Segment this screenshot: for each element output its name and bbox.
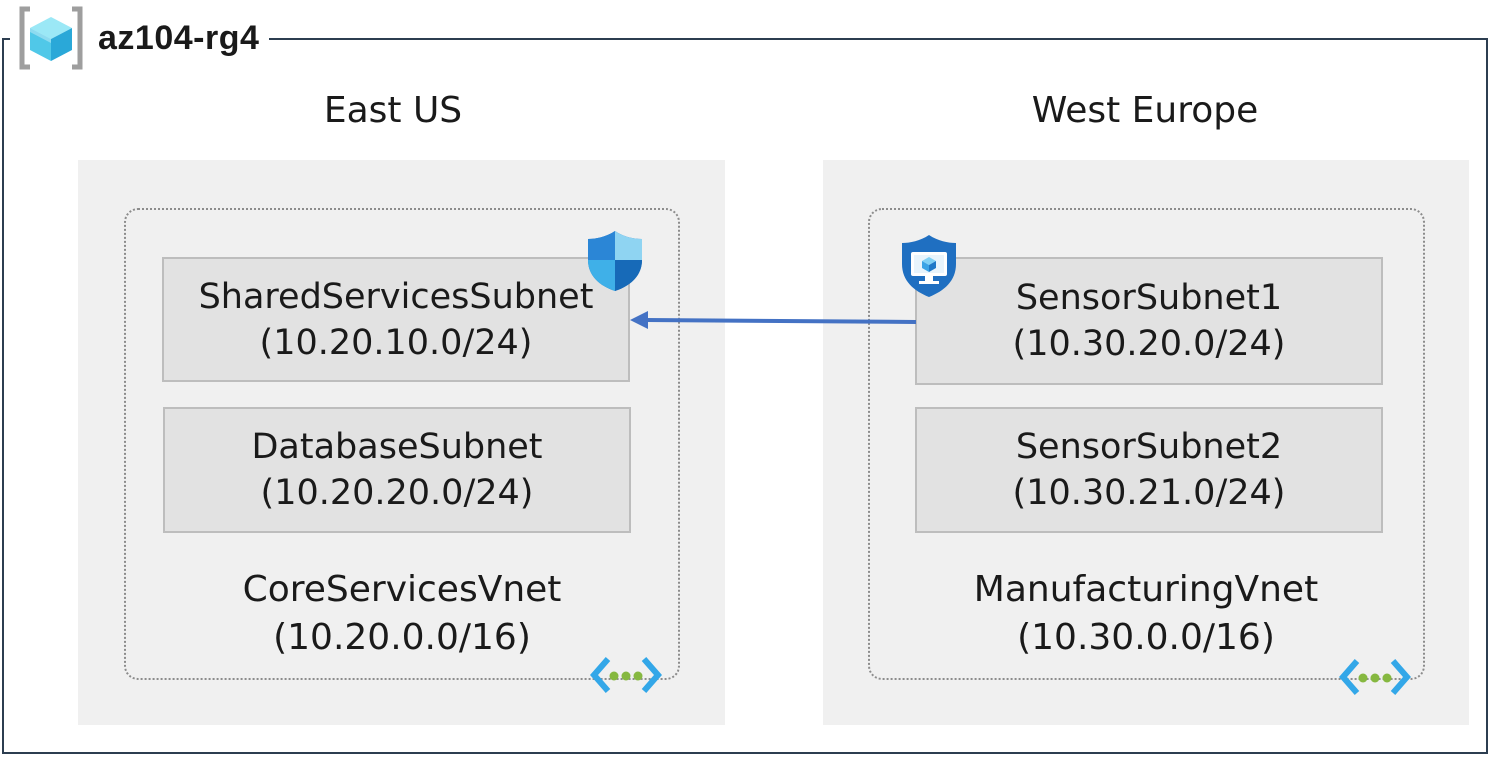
virtual-machine-icon bbox=[902, 235, 956, 297]
vnet-manufacturing bbox=[868, 208, 1425, 680]
virtual-network-icon bbox=[1339, 659, 1411, 695]
subnet-cidr: (10.30.20.0/24) bbox=[1012, 324, 1286, 364]
resource-group-header: az104-rg4 bbox=[10, 0, 270, 76]
resource-group-frame bbox=[2, 38, 1488, 754]
subnet-sensor-1[interactable]: SensorSubnet1 (10.30.20.0/24) bbox=[915, 257, 1383, 385]
subnet-cidr: (10.20.20.0/24) bbox=[260, 473, 534, 513]
region-label-west-europe: West Europe bbox=[1031, 90, 1259, 131]
subnet-cidr: (10.20.10.0/24) bbox=[259, 322, 533, 363]
vnet-label-manufacturing: ManufacturingVnet (10.30.0.0/16) bbox=[896, 566, 1396, 662]
subnet-name: SensorSubnet2 bbox=[1015, 427, 1283, 467]
subnet-shared-services[interactable]: SharedServicesSubnet (10.20.10.0/24) bbox=[162, 257, 630, 382]
vnet-cidr: (10.20.0.0/16) bbox=[273, 617, 531, 658]
vnet-name: CoreServicesVnet bbox=[242, 569, 562, 610]
vnet-core-services bbox=[124, 208, 680, 680]
subnet-name: SharedServicesSubnet bbox=[198, 276, 594, 317]
resource-group-name: az104-rg4 bbox=[98, 18, 260, 57]
subnet-name: DatabaseSubnet bbox=[251, 427, 543, 467]
subnet-database[interactable]: DatabaseSubnet (10.20.20.0/24) bbox=[163, 407, 631, 533]
virtual-network-icon bbox=[590, 657, 662, 693]
connection-arrow-line bbox=[645, 318, 917, 324]
subnet-name: SensorSubnet1 bbox=[1015, 278, 1283, 318]
vnet-label-core-services: CoreServicesVnet (10.20.0.0/16) bbox=[152, 566, 652, 662]
network-security-group-icon bbox=[588, 231, 642, 291]
resource-group-icon bbox=[19, 6, 83, 70]
subnet-cidr: (10.30.21.0/24) bbox=[1012, 473, 1286, 513]
region-label-east-us: East US bbox=[323, 90, 463, 131]
connection-arrow-head bbox=[630, 311, 648, 329]
subnet-sensor-2[interactable]: SensorSubnet2 (10.30.21.0/24) bbox=[915, 407, 1383, 533]
vnet-name: ManufacturingVnet bbox=[973, 569, 1319, 610]
vnet-cidr: (10.30.0.0/16) bbox=[1017, 617, 1275, 658]
